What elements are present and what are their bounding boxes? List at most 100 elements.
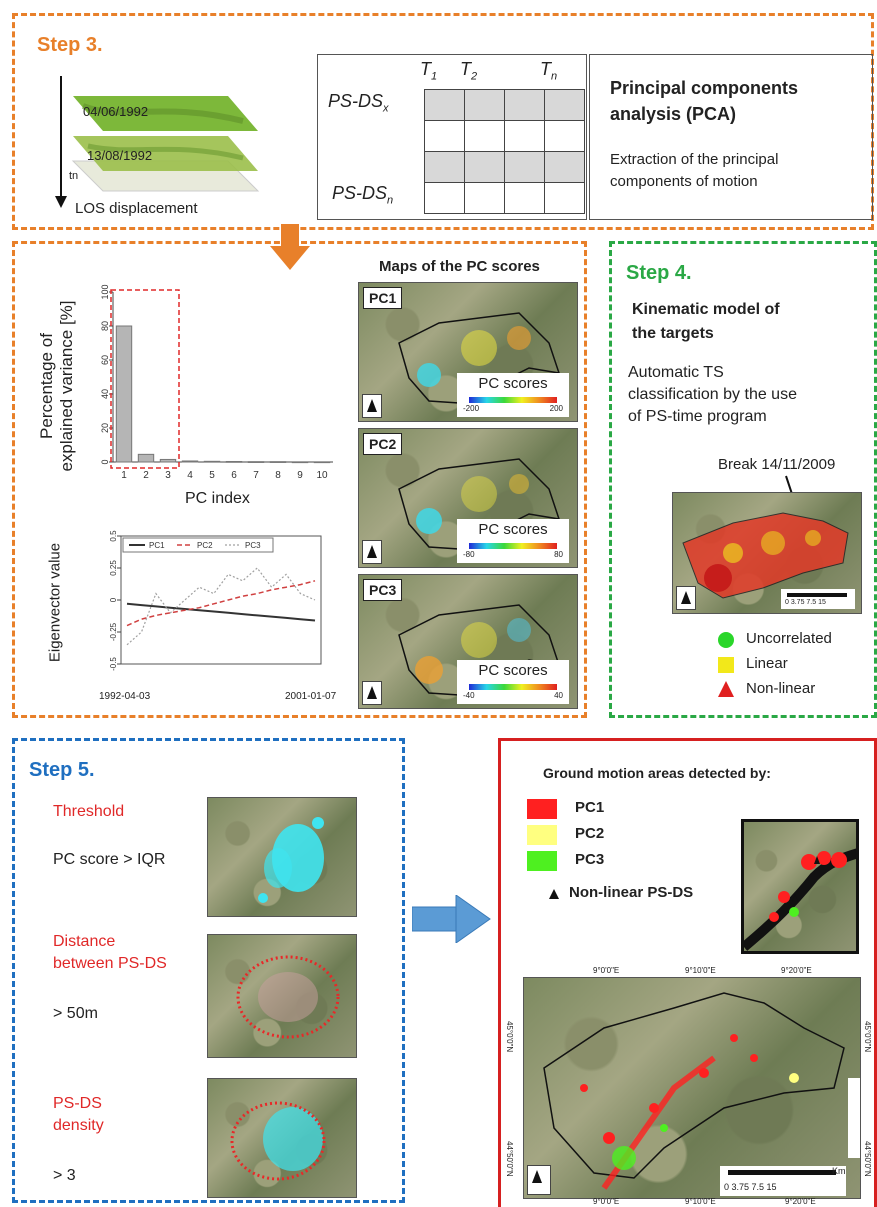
legend-label-pc2: PC2 <box>197 541 213 550</box>
bar-x-tick-label: 10 <box>316 470 328 481</box>
threshold-map <box>207 797 357 917</box>
legend-label-pc1: PC1 <box>149 541 165 550</box>
bar-x-tick-label: 9 <box>297 470 303 481</box>
bar-y-tick-label: 80 <box>100 321 110 331</box>
bar-x-tick-label: 4 <box>187 470 193 481</box>
scale-bar-label: 0 3.75 7.5 15 <box>724 1182 777 1192</box>
ground-motion-panel: Ground motion areas detected by: PC1 PC2… <box>498 738 877 1207</box>
pc3-region-outline <box>398 604 561 696</box>
density-criterion: > 3 <box>53 1167 76 1184</box>
col-t1: T1 <box>420 59 438 83</box>
highlight-box <box>110 289 180 469</box>
eig-x-end: 2001-01-07 <box>285 691 337 702</box>
bar-9 <box>291 461 309 464</box>
pc1-region-outline <box>398 312 561 404</box>
layer-date-2: 13/08/1992 <box>87 148 153 163</box>
lat-right-1: 45°0'0"N <box>863 1021 872 1053</box>
bar-y-tick-label: 60 <box>100 355 110 365</box>
legend-label-pc3: PC3 <box>245 541 261 550</box>
threshold-cyan-points <box>258 817 324 903</box>
step4-title: Step 4. <box>626 262 692 284</box>
bar-x-tick-label: 5 <box>209 470 215 481</box>
threshold-label: Threshold <box>53 803 125 820</box>
pc1-label: PC1 <box>363 287 403 309</box>
bar-x-tick-label: 8 <box>275 470 281 481</box>
pc-score-criterion: PC score > IQR <box>53 851 166 868</box>
eig-plot-frame <box>120 535 322 665</box>
lat-left-1: 45°0'0"N <box>505 1021 514 1053</box>
nonlinear-triangle-icon <box>549 889 559 899</box>
lon-bot-2: 9°10'0"E <box>685 1197 716 1206</box>
bar-4 <box>181 460 199 463</box>
row-ps-ds-x: PS-DSx <box>328 91 389 115</box>
bar-6 <box>225 460 243 463</box>
matrix-grid <box>424 89 585 214</box>
row-ps-ds-n: PS-DSn <box>332 183 394 207</box>
density-map <box>207 1078 357 1198</box>
classified-region <box>682 512 855 609</box>
bar-8 <box>269 461 287 463</box>
north-arrow-icon <box>362 681 382 705</box>
density-points <box>230 1101 326 1181</box>
step5-title: Step 5. <box>29 759 95 781</box>
series-pc3 <box>126 567 316 646</box>
legend-linear: Linear <box>746 655 788 672</box>
bar-10 <box>313 461 331 464</box>
break-date-label: Break 14/11/2009 <box>718 456 836 473</box>
step5-panel: Step 5. Threshold PC score > IQR Distanc… <box>12 738 405 1203</box>
pc3-label: PC3 <box>363 579 403 601</box>
bar-x-tick-label: 3 <box>165 470 171 481</box>
pc2-swatch <box>527 825 557 845</box>
legend-nonlinear: Non-linear <box>746 680 816 697</box>
step3-panel: Step 3. 04/06/1992 13/08/1992 tn LOS dis… <box>12 13 874 230</box>
eig-y-tick-label: -0.5 <box>109 657 118 671</box>
legend-uncorrelated: Uncorrelated <box>746 630 832 647</box>
bar-x-tick-label: 7 <box>253 470 259 481</box>
eig-legend-box <box>122 537 274 553</box>
km-label: Km <box>832 1166 846 1176</box>
bar-y-tick-label: 20 <box>100 423 110 433</box>
distance-criterion: > 50m <box>53 1005 98 1022</box>
kinematic-classification-map: 0 3.75 7.5 15 <box>672 492 862 614</box>
los-layers-graphic <box>55 76 260 208</box>
bar-2 <box>137 453 155 463</box>
lon-top-1: 9°0'0"E <box>593 966 620 975</box>
ground-motion-title: Ground motion areas detected by: <box>543 765 771 781</box>
legend-pc1: PC1 <box>575 799 605 816</box>
eig-y-tick-label: -0.25 <box>109 622 118 641</box>
bar-7 <box>247 461 265 463</box>
distance-red-points <box>236 955 340 1039</box>
pc1-swatch <box>527 799 557 819</box>
uncorrelated-marker-icon <box>718 632 734 648</box>
scale-bar-label: 0 3.75 7.5 15 <box>785 599 826 606</box>
eig-y-tick-label: 0.5 <box>109 530 118 542</box>
nonlinear-marker-icon <box>718 681 734 697</box>
ps-ds-matrix: T1 T2 Tn PS-DSx PS-DSn <box>317 54 587 220</box>
north-arrow-icon <box>676 586 696 610</box>
legend-pc3: PC3 <box>575 851 605 868</box>
los-displacement-label: LOS displacement <box>75 200 198 217</box>
bar-1 <box>115 325 133 463</box>
lat-left-2: 44°50'0"N <box>505 1141 514 1177</box>
legend-nonlinear-psds: Non-linear PS-DS <box>569 884 694 901</box>
layer-date-1: 04/06/1992 <box>83 104 149 119</box>
layer-tn: tn <box>69 170 79 182</box>
north-arrow-icon <box>362 540 382 564</box>
series-pc2 <box>126 580 316 627</box>
eig-y-tick-label: 0.25 <box>109 560 118 576</box>
